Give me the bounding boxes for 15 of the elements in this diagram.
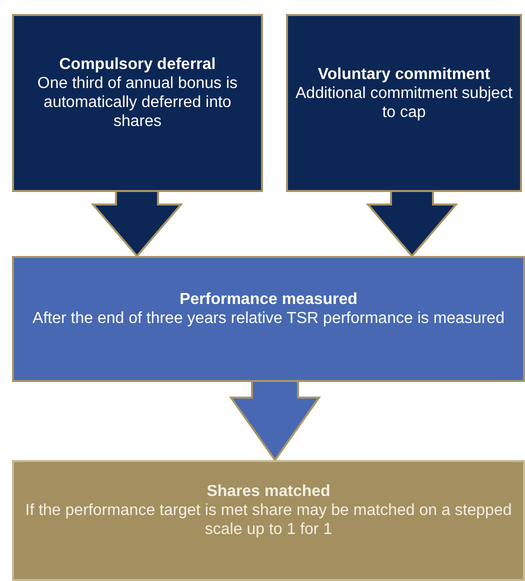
box-description: If the performance target is met share may be matched on a stepped scale up to 1 for 1 (24, 501, 513, 539)
box-description: After the end of three years relative TSR performance is measured (32, 309, 504, 328)
box-heading: Performance measured (180, 290, 358, 309)
box-heading: Shares matched (206, 482, 330, 501)
process-box (12, 460, 525, 581)
box-description: Additional commitment subject to cap (294, 84, 514, 122)
box-heading: Voluntary commitment (318, 64, 490, 84)
process-box (286, 14, 522, 192)
box-description: One third of annual bonus is automatically deferred into shares (36, 74, 239, 131)
process-box (12, 14, 263, 192)
block-arrow (90, 189, 184, 258)
box-heading: Compulsory deferral (59, 55, 216, 74)
process-box (12, 256, 525, 382)
block-arrow (229, 379, 321, 462)
block-arrow (366, 189, 458, 258)
